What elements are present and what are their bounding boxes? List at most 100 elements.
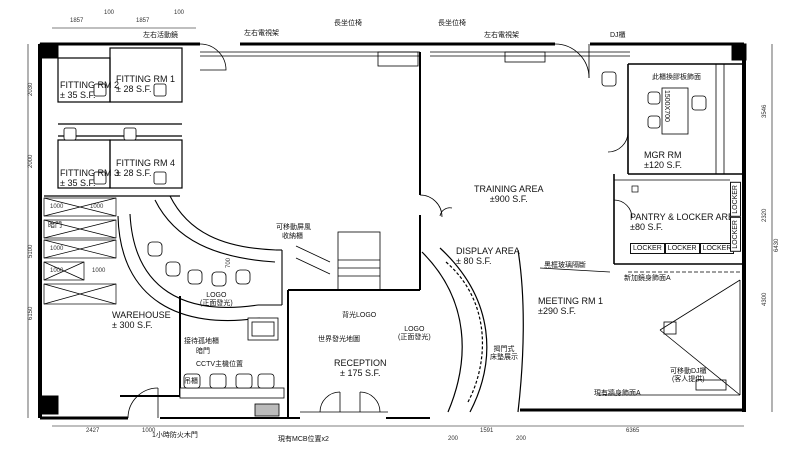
- note-storage-cabinet: 收納櫃: [282, 233, 303, 240]
- training-label: TRAINING AREA ±900 S.F.: [474, 184, 544, 204]
- note-movable-dj-text: 可移動DJ櫃: [670, 368, 707, 375]
- dim-misc-6: 1000: [92, 268, 106, 274]
- note-mcb: 現有MCB位置x2: [278, 436, 329, 443]
- note-tv-rack-right: 左右電視架: [484, 32, 519, 39]
- note-logo-backlit-sub: (正面發光): [200, 300, 233, 307]
- note-long-seat-right: 長坐位椅: [438, 20, 466, 27]
- reception-area: ± 175 S.F.: [340, 368, 381, 378]
- note-movable-dj: 可移動DJ櫃 (客人提供): [670, 368, 707, 384]
- dim-top-3: 1857: [136, 18, 150, 24]
- note-dark-door-1: 暗門: [48, 222, 62, 229]
- meeting-rm1-name: MEETING RM 1: [538, 296, 604, 306]
- note-existing-mirror: 現有牆身飾面A: [594, 390, 641, 397]
- pantry-area: ±80 S.F.: [630, 222, 663, 232]
- fitting-rm3-label: FITTING RM 3 ± 35 S.F.: [60, 168, 119, 188]
- fitting-rm3-area: ± 35 S.F.: [60, 178, 96, 188]
- meeting-rm1-label: MEETING RM 1 ±290 S.F.: [538, 296, 603, 316]
- locker-2: LOCKER: [664, 243, 700, 254]
- note-backlit-logo: 背光LOGO: [342, 312, 377, 319]
- note-platform-display: 床墊展示: [490, 354, 518, 361]
- fitting-rm2-label: FITTING RM 2 ± 35 S.F.: [60, 80, 119, 100]
- fitting-rm4-label: FITTING RM 4 ± 28 S.F.: [116, 158, 175, 178]
- pantry-area: [613, 174, 744, 265]
- locker-1: LOCKER: [630, 243, 665, 254]
- display-curve: [421, 247, 524, 413]
- locker-col-2: LOCKER: [730, 216, 741, 252]
- fitting-rm2-area: ± 35 S.F.: [60, 90, 96, 100]
- training-name: TRAINING AREA: [474, 184, 544, 194]
- fitting-rooms: [57, 47, 183, 189]
- dim-bottom-5: 6365: [626, 428, 640, 434]
- fitting-rm1-area: ± 28 S.F.: [116, 84, 152, 94]
- note-cctv: CCTV主機位置: [196, 361, 244, 368]
- note-logo-center: LOGO (正面發光): [398, 326, 431, 342]
- fitting-rm4-area: ± 28 S.F.: [116, 168, 152, 178]
- note-dj-cabinet: DJ櫃: [610, 32, 626, 39]
- dim-left-3: 5100: [28, 244, 34, 258]
- note-logo-backlit: LOGO (正面發光): [200, 292, 233, 308]
- dim-misc-1: 1000: [50, 204, 64, 210]
- note-desk-size: 1500X700: [663, 90, 670, 122]
- dim-top-4: 100: [174, 10, 185, 16]
- note-fire-door: 1小時防火木門: [152, 432, 198, 439]
- pantry-name: PANTRY & LOCKER AREA: [630, 212, 741, 222]
- note-frosted-glass: 黑框玻璃隔斷: [544, 262, 586, 269]
- note-movable-screen: 可移動屏風: [276, 224, 311, 231]
- mgr-rm-label: MGR RM ±120 S.F.: [644, 150, 682, 170]
- dim-misc-2: 1000: [50, 246, 64, 252]
- dim-bottom-1: 2427: [86, 428, 100, 434]
- fitting-rm1-label: FITTING RM 1 ± 28 S.F.: [116, 74, 175, 94]
- dim-bottom-4: 1591: [480, 428, 494, 434]
- note-desk-swap: 此櫃換膠板飾面: [652, 74, 701, 81]
- reception-name: RECEPTION: [334, 358, 387, 368]
- fitting-rm1-name: FITTING RM 1: [116, 74, 175, 84]
- display-label: DISPLAY AREA ± 80 S.F.: [456, 246, 520, 266]
- note-sliding-mirror: 左右活動鏡: [143, 32, 178, 39]
- note-flip-door: 揭門式 床墊展示: [490, 346, 518, 362]
- meeting-rm1-area: ±290 S.F.: [538, 306, 576, 316]
- dim-left-4: 6150: [28, 306, 34, 320]
- dim-right-4: 6430: [774, 238, 780, 252]
- dim-right-2: 2320: [762, 208, 768, 222]
- dim-bottom-2: 1000: [142, 428, 156, 434]
- training-area: ±900 S.F.: [489, 194, 528, 204]
- dim-bottom-3: 200: [448, 436, 459, 442]
- note-hanging-cabinet: 吊櫃: [184, 378, 198, 385]
- dim-left-1: 2030: [28, 82, 34, 96]
- note-floor-cabinet: 接待孤地櫃: [184, 338, 219, 345]
- note-movable-dj-sub: (客人提供): [671, 376, 705, 383]
- mgr-rm-area: ±120 S.F.: [644, 160, 682, 170]
- note-dark-door-2: 暗門: [196, 348, 210, 355]
- note-world-light-board: 世界發光地圖: [318, 336, 360, 343]
- note-new-mirror: 新加鏡身飾面A: [624, 275, 671, 282]
- dim-misc-3: 1000: [50, 268, 64, 274]
- locker-row: LOCKER LOCKER LOCKER: [630, 243, 735, 254]
- note-logo-backlit-text: LOGO: [206, 292, 227, 299]
- note-logo-center-sub: (正面發光): [398, 334, 431, 341]
- locker-column: LOCKER LOCKER: [730, 182, 741, 252]
- dim-top-2: 100: [104, 10, 115, 16]
- manager-room: [627, 63, 744, 175]
- note-flip-door-text: 揭門式: [493, 346, 515, 353]
- warehouse-shelves: [43, 195, 180, 305]
- fitting-rm3-name: FITTING RM 3: [60, 168, 119, 178]
- dim-left-2: 2000: [28, 154, 34, 168]
- dim-misc-4: 1000: [90, 204, 104, 210]
- note-long-seat-left: 長坐位椅: [334, 20, 362, 27]
- dim-misc-5: 700: [226, 257, 232, 268]
- fitting-rm4-name: FITTING RM 4: [116, 158, 175, 168]
- dim-top-1: 1857: [70, 18, 84, 24]
- dim-right-1: 3546: [762, 104, 768, 118]
- outer-walls: [38, 42, 747, 420]
- warehouse-label: WAREHOUSE ± 300 S.F.: [112, 310, 171, 330]
- reception-label: RECEPTION ± 175 S.F.: [334, 358, 387, 378]
- pantry-label: PANTRY & LOCKER AREA ±80 S.F.: [630, 212, 740, 232]
- curved-counter: [117, 195, 283, 322]
- note-logo-center-text: LOGO: [404, 326, 425, 333]
- dim-bottom-6: 200: [516, 436, 527, 442]
- warehouse-name: WAREHOUSE: [112, 310, 171, 320]
- mgr-rm-name: MGR RM: [644, 150, 682, 160]
- warehouse-area: ± 300 S.F.: [112, 320, 153, 330]
- note-tv-rack-left: 左右電視架: [244, 30, 279, 37]
